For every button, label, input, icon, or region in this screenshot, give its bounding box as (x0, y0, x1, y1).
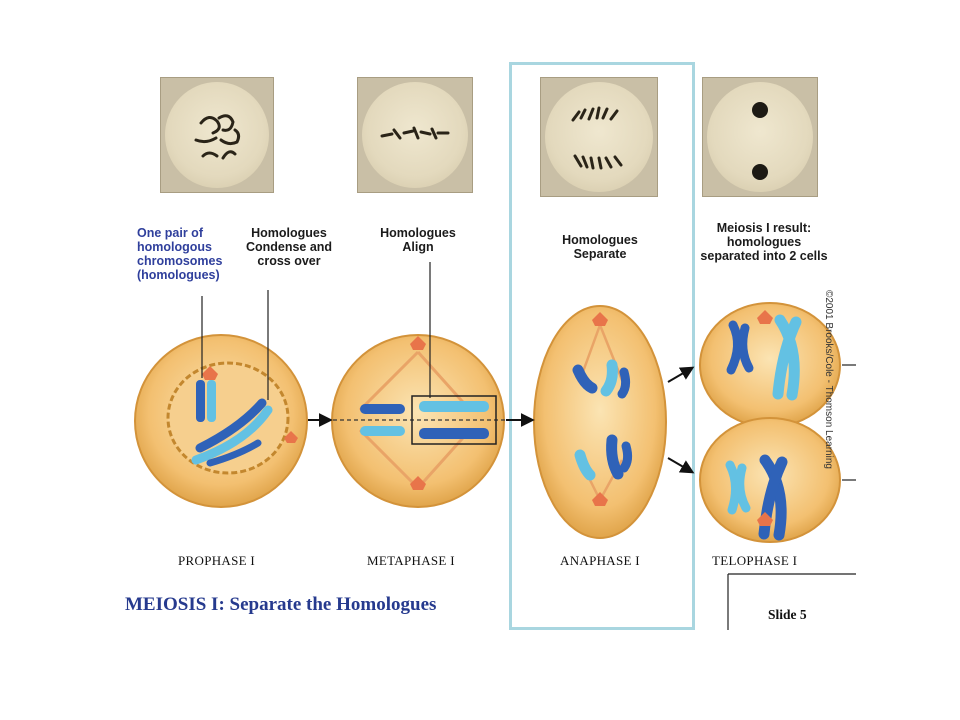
anaphase-cell (533, 305, 667, 539)
anaphase-highlight-box (509, 62, 695, 630)
metaphase-chromosomes-photo (380, 126, 450, 140)
progression-arrows (308, 366, 695, 474)
slide-number: Slide 5 (768, 607, 807, 622)
prophase-centrosome (202, 366, 218, 380)
stage-telophase: TELOPHASE I (712, 553, 798, 568)
label-homologues-separate: Homologues Separate (562, 233, 638, 261)
right-edge-lines (842, 364, 856, 481)
metaphase-cell (326, 334, 510, 508)
label-meiosis-result: Meiosis I result: homologues separated i… (700, 221, 828, 263)
label-homologues-align: Homologues Align (380, 226, 456, 254)
telophase-cells (699, 302, 841, 543)
stage-anaphase: ANAPHASE I (560, 553, 640, 568)
prophase-chromosomes (191, 380, 273, 467)
micrograph-metaphase (357, 77, 473, 193)
micrograph-prophase (160, 77, 274, 193)
prophase-cell (134, 334, 308, 508)
stage-prophase: PROPHASE I (178, 553, 256, 568)
slide-title: MEIOSIS I: Separate the Homologues (125, 594, 437, 615)
label-condense-cross-over: Homologues Condense and cross over (245, 226, 333, 268)
copyright-note: ©2001 Brooks/Cole - Thomson Learning (823, 290, 834, 469)
micrograph-anaphase (540, 77, 658, 197)
label-homologous-pair: One pair of homologous chromosomes (homo… (137, 226, 223, 282)
anaphase-chromosomes-photo (571, 106, 623, 170)
label-leader-lines (201, 262, 431, 400)
stage-metaphase: METAPHASE I (367, 553, 455, 568)
metaphase-callout-box (411, 395, 497, 445)
metaphase-chromosomes (360, 401, 489, 439)
telophase-nuclei-photo (752, 102, 768, 180)
micrograph-telophase (702, 77, 818, 197)
anaphase-chromosomes (572, 359, 633, 481)
telophase-chromosomes-bottom (725, 454, 788, 541)
slide-number-box (727, 573, 856, 630)
prophase-chromosomes-photo (194, 114, 241, 160)
telophase-chromosomes-top (726, 314, 802, 401)
